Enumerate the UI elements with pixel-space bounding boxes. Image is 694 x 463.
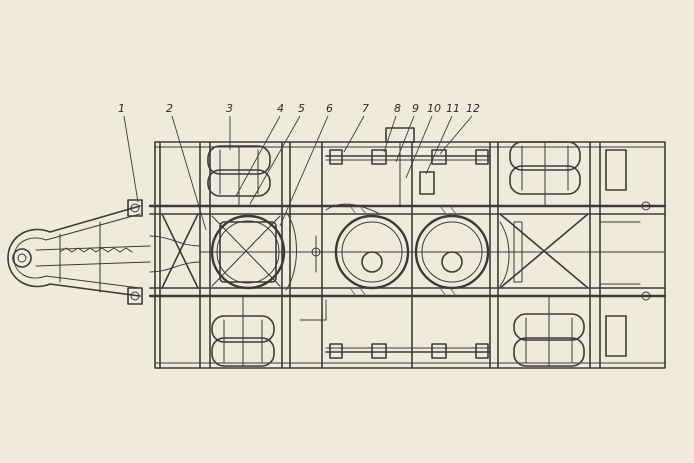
chassis-outer-frame (154, 141, 666, 369)
callout-1: 1 (118, 102, 125, 115)
callout-12: 12 (466, 102, 480, 115)
front-wheels (207, 145, 275, 367)
callout-2: 2 (166, 102, 173, 115)
cross-members (159, 141, 601, 369)
callouts: 1 2 3 4 5 6 7 8 9 10 11 12 (118, 102, 480, 231)
callout-10: 10 (427, 102, 441, 115)
center-drums (334, 214, 490, 290)
callout-7: 7 (362, 102, 369, 115)
drawbar (7, 199, 151, 305)
diagonal-braces (161, 213, 589, 289)
turntable (210, 214, 286, 290)
callout-8: 8 (394, 102, 401, 115)
pipework (149, 149, 651, 357)
callout-6: 6 (326, 102, 333, 115)
callout-5: 5 (298, 102, 305, 115)
rear-wheels (509, 141, 585, 367)
callout-3: 3 (226, 102, 233, 115)
hatching (349, 205, 457, 297)
drive-shafts (325, 127, 491, 359)
callout-11: 11 (446, 102, 460, 115)
callout-4: 4 (277, 102, 284, 115)
callout-9: 9 (412, 102, 419, 115)
